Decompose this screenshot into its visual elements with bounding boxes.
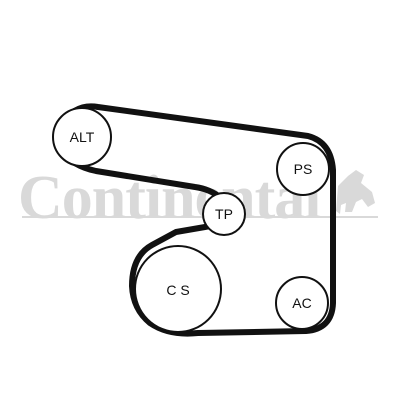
- serpentine-belt: [54, 103, 336, 337]
- pulley-alt: ALT: [52, 107, 112, 167]
- pulley-label-ps: PS: [294, 161, 313, 177]
- pulley-label-cs: C S: [166, 282, 189, 298]
- watermark-underline: [22, 216, 378, 218]
- pulley-ps: PS: [276, 142, 330, 196]
- continental-watermark: Continental: [18, 164, 378, 232]
- pulley-cs: C S: [134, 245, 222, 333]
- pulley-label-alt: ALT: [70, 129, 95, 145]
- horse-logo-icon: [336, 170, 375, 214]
- pulley-ac: AC: [275, 276, 329, 330]
- pulley-tp: TP: [202, 192, 246, 236]
- pulley-label-tp: TP: [215, 206, 233, 222]
- watermark-text: Continental: [18, 164, 321, 232]
- pulley-label-ac: AC: [292, 295, 311, 311]
